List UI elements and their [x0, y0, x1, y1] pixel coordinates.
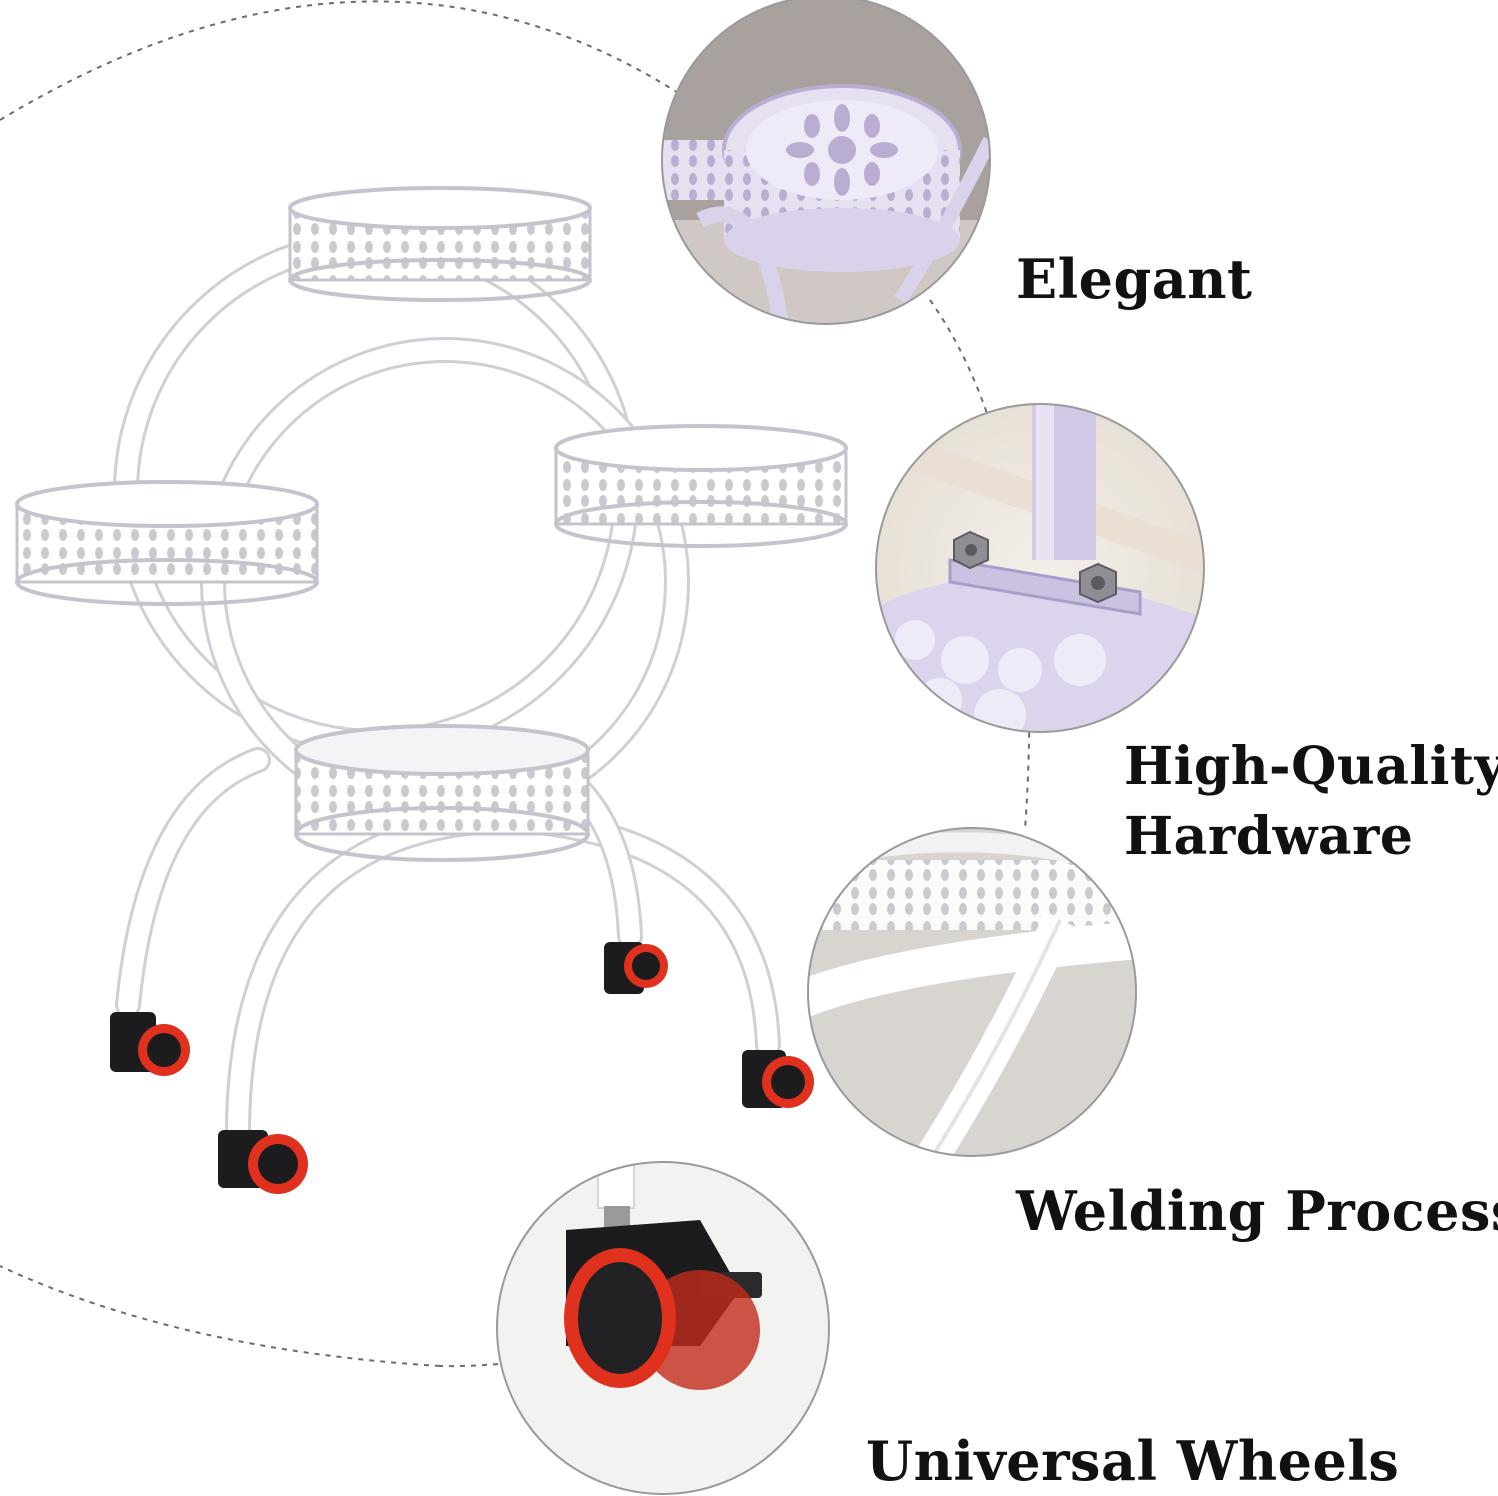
- basket-top: [288, 186, 592, 302]
- basket-bottom: [294, 724, 590, 862]
- feature-label-hardware: High-Quality Hardware: [1124, 736, 1498, 867]
- stand-wheels: [110, 942, 814, 1194]
- basket-left: [15, 480, 319, 606]
- detail-hardware-closeup: [875, 403, 1205, 733]
- feature-label-elegant: Elegant: [1016, 247, 1253, 311]
- feature-label-welding: Welding Process: [1016, 1179, 1498, 1243]
- basket-right: [554, 424, 848, 548]
- detail-basket-closeup: [661, 0, 991, 325]
- feature-label-wheels: Universal Wheels: [866, 1429, 1400, 1493]
- detail-welding-closeup: [807, 827, 1137, 1157]
- detail-wheel-closeup: [496, 1161, 830, 1495]
- plant-stand: [113, 229, 781, 1143]
